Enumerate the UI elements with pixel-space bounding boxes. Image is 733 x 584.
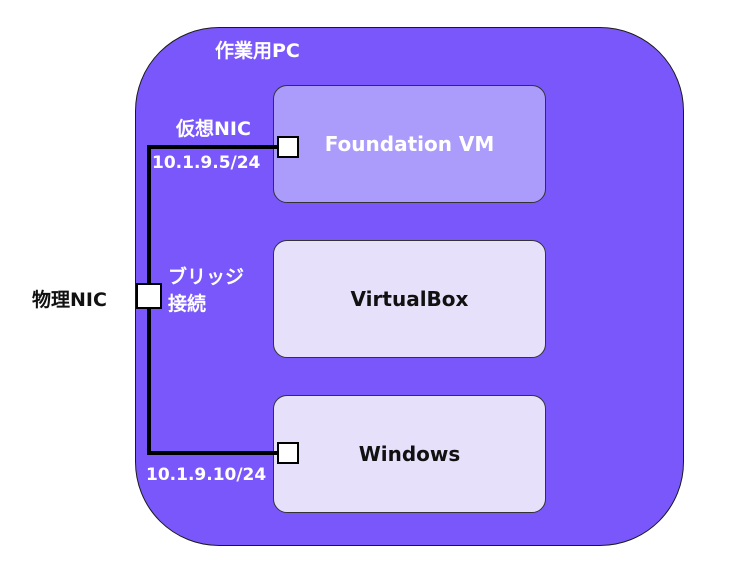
windows-nic-port bbox=[277, 442, 299, 464]
physical-nic-label: 物理NIC bbox=[32, 289, 107, 311]
vm-ip-label: 10.1.9.5/24 bbox=[152, 153, 261, 173]
physical-nic-port bbox=[136, 283, 162, 309]
virtualbox-box: VirtualBox bbox=[273, 240, 546, 358]
pc-title: 作業用PC bbox=[215, 40, 300, 62]
bridge-label: ブリッジ 接続 bbox=[168, 264, 244, 318]
bridge-label-line1: ブリッジ bbox=[168, 266, 245, 288]
virtualbox-label: VirtualBox bbox=[350, 287, 469, 311]
bridge-label-line2: 接続 bbox=[168, 293, 207, 315]
windows-label: Windows bbox=[358, 442, 461, 466]
foundation-vm-box: Foundation VM bbox=[273, 85, 546, 203]
virtual-nic-label: 仮想NIC bbox=[176, 118, 251, 140]
virtual-nic-port bbox=[277, 136, 299, 158]
foundation-vm-label: Foundation VM bbox=[324, 132, 495, 156]
windows-box: Windows bbox=[273, 395, 546, 513]
windows-ip-label: 10.1.9.10/24 bbox=[146, 465, 267, 485]
